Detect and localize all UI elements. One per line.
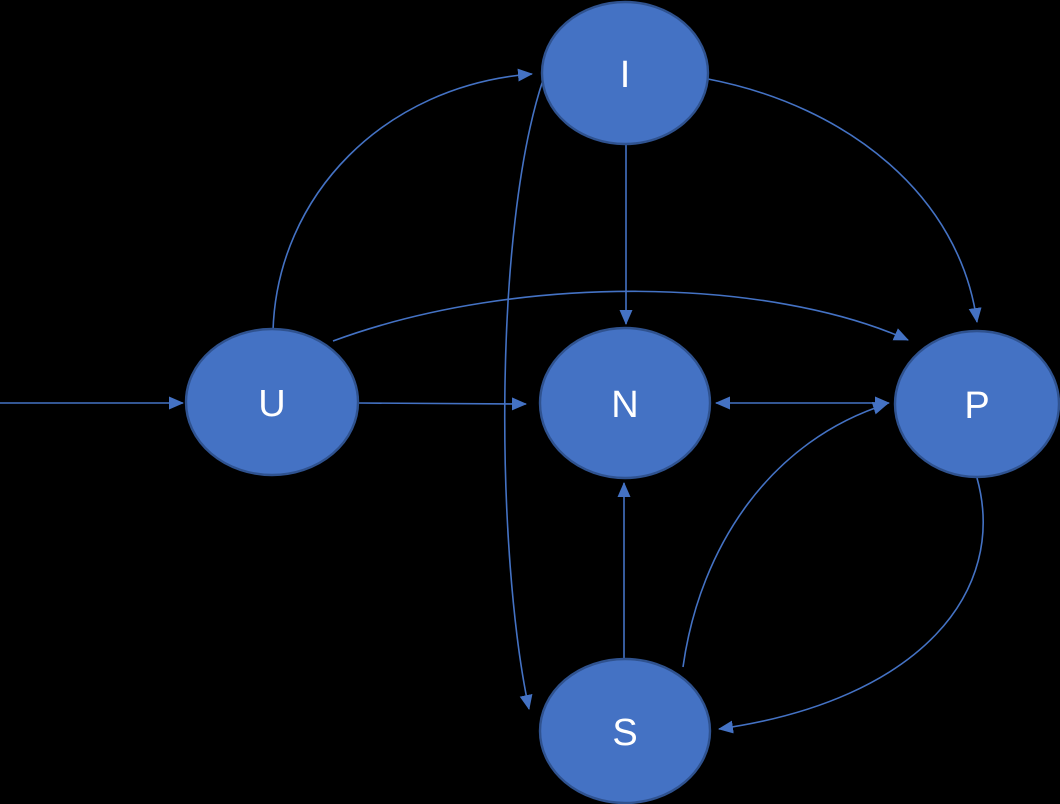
node-P: P [893, 329, 1060, 479]
edges-layer [0, 68, 984, 734]
edge-S-to-P [682, 401, 888, 668]
node-S-shape [538, 657, 712, 804]
edge-I-to-P [707, 78, 982, 323]
node-U-shape [184, 327, 360, 477]
node-I: I [540, 0, 710, 146]
edge-U-to-I [272, 68, 533, 332]
node-P-shape [893, 329, 1060, 479]
edge-I-to-S [503, 79, 544, 710]
edge-U-to-P [332, 290, 909, 342]
node-U: U [184, 327, 360, 477]
node-S: S [538, 657, 712, 804]
edge-P-to-S [718, 477, 984, 734]
nodes-layer: I U N P S [184, 0, 1060, 804]
edge-U-to-N [357, 397, 527, 411]
node-N-shape [538, 326, 712, 480]
node-I-shape [540, 0, 710, 146]
node-N: N [538, 326, 712, 480]
